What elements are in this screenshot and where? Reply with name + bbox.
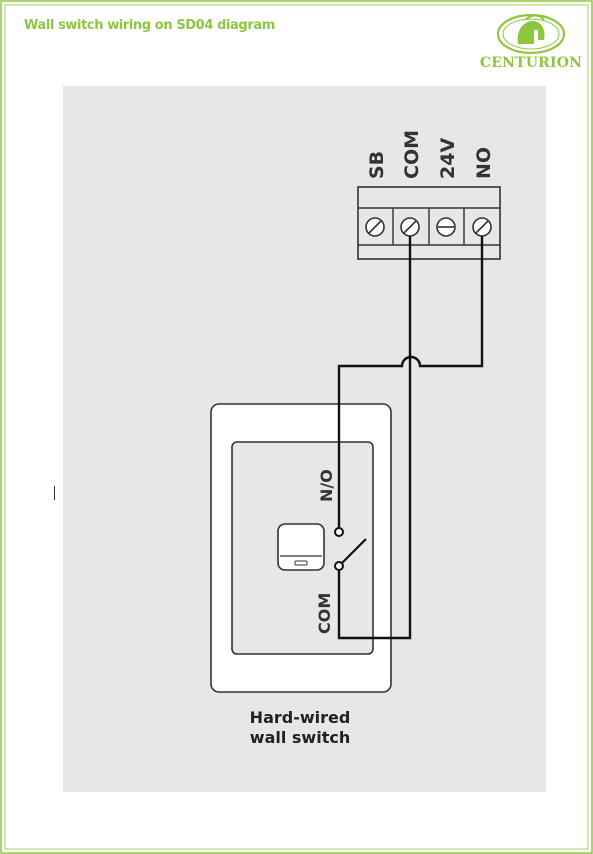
- push-button-icon: [277, 523, 325, 571]
- brand-name: CENTURION: [479, 55, 583, 71]
- centurion-helmet-logo-icon: [496, 13, 566, 55]
- screw-terminal-icon: [436, 217, 456, 237]
- wire-com-to-switch: [337, 236, 412, 640]
- page-title: Wall switch wiring on SD04 diagram: [24, 18, 275, 33]
- screw-terminal-icon: [472, 217, 492, 237]
- switch-contact-com: [334, 561, 344, 571]
- switch-contact-no: [334, 527, 344, 537]
- contact-label-no: N/O: [317, 469, 336, 502]
- contact-label-com: COM: [315, 593, 334, 634]
- terminal-label-no: NO: [473, 147, 495, 179]
- switch-blade: [341, 538, 367, 564]
- terminal-label-sb: SB: [366, 151, 388, 179]
- text-cursor: [54, 486, 55, 500]
- screw-terminal-icon: [365, 217, 385, 237]
- terminal-label-com: COM: [401, 130, 423, 179]
- wall-switch-caption: Hard-wired wall switch: [200, 708, 400, 748]
- terminal-label-24v: 24V: [437, 138, 459, 179]
- screw-terminal-icon: [400, 217, 420, 237]
- caption-line-1: Hard-wired: [249, 708, 351, 727]
- caption-line-2: wall switch: [249, 728, 351, 747]
